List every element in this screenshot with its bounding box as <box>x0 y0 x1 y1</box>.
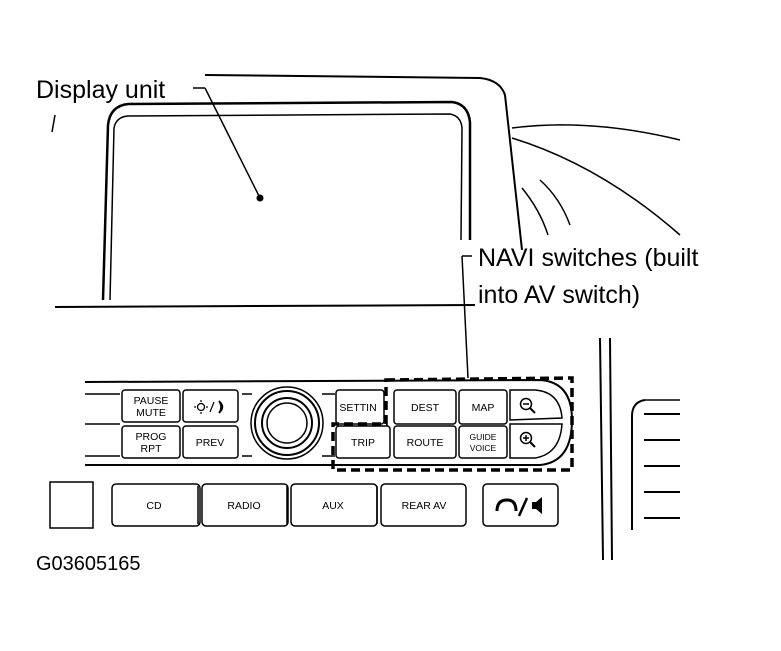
figure-id: G03605165 <box>36 553 141 575</box>
prev-label: PREV <box>196 437 225 449</box>
prog-label: PROG <box>136 431 167 443</box>
mute-label: MUTE <box>136 407 166 419</box>
phone-speaker-button[interactable] <box>482 483 559 527</box>
zoom-in-icon <box>519 431 536 448</box>
navi-switches-label-line2: into AV switch) <box>478 281 640 309</box>
map-label: MAP <box>472 402 495 414</box>
setting-button[interactable]: SETTIN <box>335 389 385 425</box>
setting-label: SETTIN <box>339 402 376 414</box>
sun-moon-icon <box>194 400 224 414</box>
zoom-out-icon <box>519 397 536 414</box>
phone-speaker-icon <box>495 497 542 517</box>
cd-label: CD <box>146 500 162 512</box>
guide-voice-button[interactable]: GUIDE VOICE <box>458 425 508 459</box>
map-button[interactable]: MAP <box>458 389 508 425</box>
navi-switches-label-line1: NAVI switches (built <box>478 244 698 272</box>
pause-mute-button[interactable]: PAUSE MUTE <box>121 389 181 423</box>
navi-switches-region <box>331 376 574 472</box>
left-edge-panel <box>49 481 94 529</box>
right-side-vent <box>599 337 680 561</box>
prev-button[interactable]: PREV <box>182 425 239 459</box>
prog-rpt-button[interactable]: PROG RPT <box>121 425 181 459</box>
brightness-button[interactable] <box>182 389 239 423</box>
display-unit-label: Display unit <box>36 76 165 104</box>
radio-button[interactable]: RADIO <box>197 483 289 527</box>
rear-av-button[interactable]: REAR AV <box>376 483 467 527</box>
dest-button[interactable]: DEST <box>393 389 457 425</box>
display-unit <box>51 74 681 308</box>
rpt-label: RPT <box>141 443 163 455</box>
cd-button[interactable]: CD <box>111 483 201 527</box>
aux-button[interactable]: AUX <box>286 483 378 527</box>
trip-button[interactable]: TRIP <box>335 425 391 459</box>
control-knob[interactable] <box>242 386 335 460</box>
dest-label: DEST <box>411 402 440 414</box>
callout-navi-switches: NAVI switches (built into AV switch) <box>461 244 698 379</box>
radio-label: RADIO <box>227 500 260 512</box>
route-label: ROUTE <box>407 437 444 449</box>
aux-label: AUX <box>322 500 344 512</box>
callout-display-unit: Display unit <box>36 76 261 199</box>
trip-label: TRIP <box>351 437 375 449</box>
rear-av-label: REAR AV <box>402 500 447 512</box>
zoom-out-button[interactable] <box>509 389 563 421</box>
pause-label: PAUSE <box>134 395 169 407</box>
route-button[interactable]: ROUTE <box>393 425 457 459</box>
av-panel: PAUSE MUTE PROG RPT PREV <box>84 376 574 472</box>
bottom-button-row: CD RADIO AUX REAR AV <box>49 481 559 529</box>
zoom-in-button[interactable] <box>509 423 563 459</box>
voice-label: VOICE <box>470 443 497 453</box>
guide-label: GUIDE <box>470 432 497 442</box>
